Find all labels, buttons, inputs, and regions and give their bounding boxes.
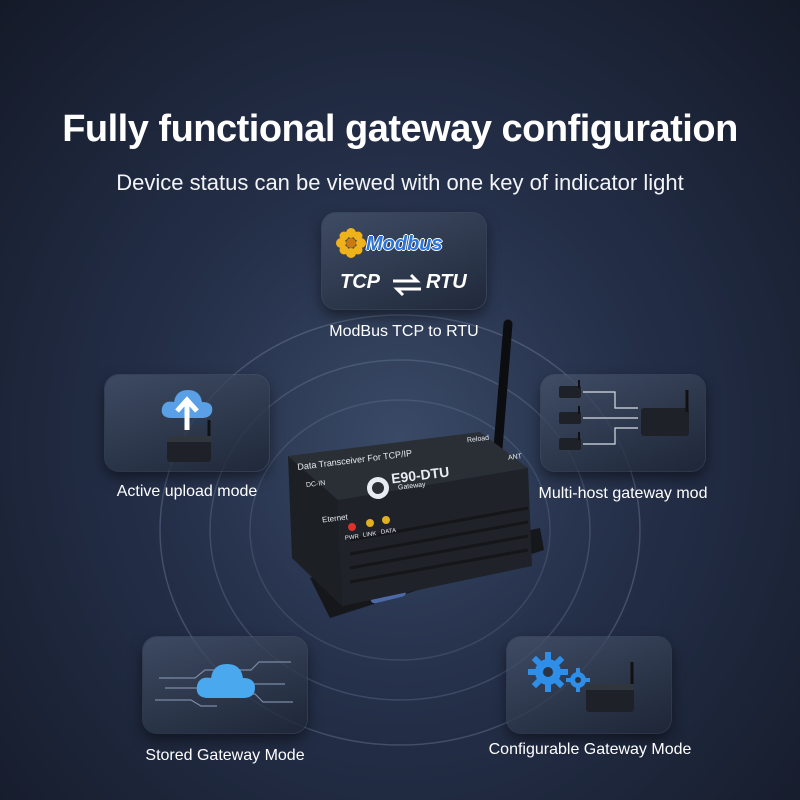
swap-arrows-icon — [393, 274, 421, 296]
configurable-gateway-label: Configurable Gateway Mode — [488, 741, 692, 758]
modbus-label: ModBus TCP to RTU — [329, 323, 479, 340]
stored-gateway-label: Stored Gateway Mode — [145, 747, 305, 764]
modbus-logo-text: Modbus — [366, 233, 443, 255]
gear-icon — [528, 652, 590, 692]
page-subtitle: Device status can be viewed with one key… — [116, 170, 684, 195]
multi-host-diagram-icon — [559, 380, 689, 450]
gateway-device-small-icon — [586, 662, 634, 712]
page-title: Fully functional gateway configuration — [62, 108, 738, 150]
tcp-text: TCP — [340, 271, 380, 293]
gateway-device-icon — [167, 420, 211, 462]
active-upload-label: Active upload mode — [116, 483, 258, 500]
e90-dtu-device — [288, 319, 544, 618]
rtu-text: RTU — [426, 271, 467, 293]
modbus-flower-icon — [336, 228, 366, 258]
cloud-network-icon — [155, 661, 293, 707]
cloud-upload-icon — [161, 390, 213, 430]
multi-host-label: Multi-host gateway mod — [538, 485, 708, 502]
